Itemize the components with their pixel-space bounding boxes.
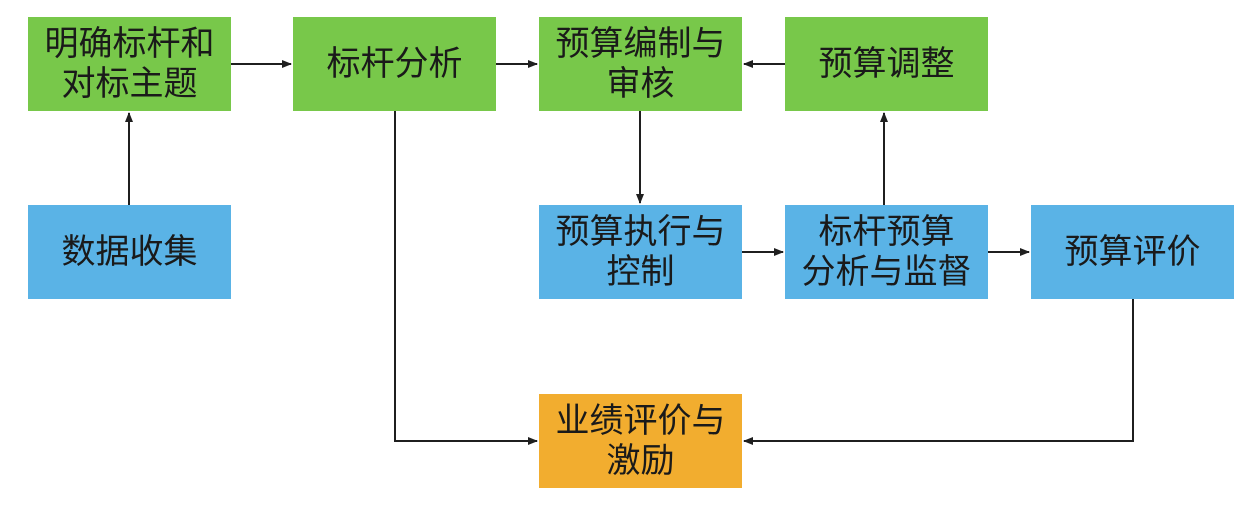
node-label: 预算评价	[1064, 232, 1201, 272]
arrow-data-collection-to-define-benchmark	[125, 112, 231, 208]
node-label: 标杆分析	[326, 44, 463, 84]
node-define-benchmark: 明确标杆和 对标主题	[28, 17, 231, 111]
node-label: 业绩评价与 激励	[555, 401, 726, 481]
node-label: 预算执行与 控制	[555, 212, 726, 292]
arrow-budget-evaluation-to-performance-incentive	[743, 299, 1134, 445]
node-label: 数据收集	[61, 232, 198, 272]
node-label: 预算编制与 审核	[555, 24, 726, 104]
arrow-benchmark-analysis-to-performance-incentive	[394, 111, 538, 445]
node-label: 预算调整	[818, 44, 955, 84]
node-budget-execution: 预算执行与 控制	[539, 205, 742, 299]
node-budget-compile: 预算编制与 审核	[539, 17, 742, 111]
node-budget-evaluation: 预算评价	[1031, 205, 1234, 299]
node-benchmark-monitor: 标杆预算 分析与监督	[785, 205, 988, 299]
node-data-collection: 数据收集	[28, 205, 231, 299]
node-performance-incentive: 业绩评价与 激励	[539, 394, 742, 488]
node-budget-adjust: 预算调整	[785, 17, 988, 111]
node-label: 标杆预算 分析与监督	[801, 212, 972, 292]
node-benchmark-analysis: 标杆分析	[293, 17, 496, 111]
node-label: 明确标杆和 对标主题	[44, 24, 215, 104]
